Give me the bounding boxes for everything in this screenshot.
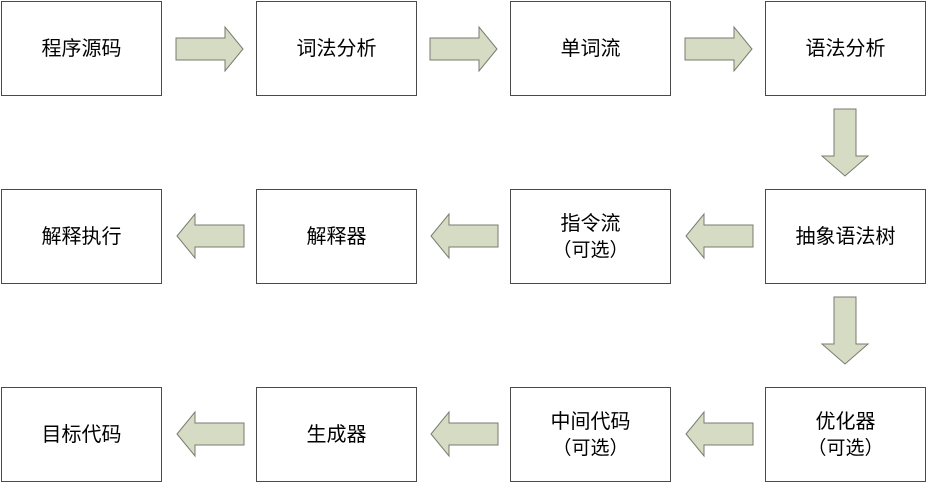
node-token-stream: 单词流 [510,1,671,96]
node-interpreter: 解释器 [256,189,417,284]
arrow-down-icon [821,296,871,366]
arrow-left-icon [175,212,245,260]
node-label: 指令流 [560,210,621,235]
arrow-left-icon [684,410,754,458]
node-lexical-analysis: 词法分析 [256,1,417,96]
node-source-code: 程序源码 [1,1,162,96]
arrow-right-icon [684,25,754,73]
node-syntax-analysis: 语法分析 [765,1,926,96]
node-label: 生成器 [306,422,367,446]
node-label: 中间代码 [550,408,631,433]
node-label-optional: （可选） [552,436,629,459]
node-instruction-stream: 指令流 （可选） [510,189,671,284]
node-interpret-execute: 解释执行 [1,189,162,284]
node-label: 词法分析 [296,36,377,60]
arrow-left-icon [429,212,499,260]
arrow-left-icon [175,410,245,458]
node-intermediate-code: 中间代码 （可选） [510,387,671,482]
arrow-right-icon [429,25,499,73]
node-target-code: 目标代码 [1,387,162,482]
arrow-down-icon [821,108,871,178]
node-label: 抽象语法树 [795,224,896,248]
node-label: 解释器 [306,224,367,248]
node-label: 优化器 [815,408,876,433]
node-optimizer: 优化器 （可选） [765,387,926,482]
arrow-right-icon [175,25,245,73]
arrow-left-icon [429,410,499,458]
node-label: 目标代码 [41,422,122,446]
node-label-optional: （可选） [807,436,884,459]
node-label-optional: （可选） [552,238,629,261]
node-label: 单词流 [560,36,621,60]
node-ast: 抽象语法树 [765,189,926,284]
arrow-left-icon [684,212,754,260]
node-label: 程序源码 [41,36,122,60]
node-label: 语法分析 [805,36,886,60]
node-generator: 生成器 [256,387,417,482]
node-label: 解释执行 [41,224,122,248]
